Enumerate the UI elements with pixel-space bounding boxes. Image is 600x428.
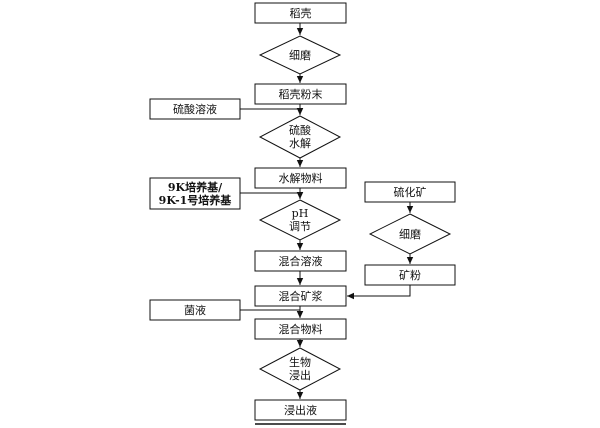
label-mixed-slurry: 混合矿浆 (278, 289, 323, 303)
label-bacteria-liquid: 菌液 (184, 303, 206, 317)
node-9k-medium (149, 177, 241, 210)
label-sulfide-ore: 硫化矿 (393, 185, 427, 199)
label-rice-husk: 稻壳 (289, 6, 312, 20)
arrow-acid-feed (240, 108, 304, 115)
label-hydrolysis-material: 水解物料 (278, 171, 323, 185)
label-rice-husk-powder: 稻壳粉末 (278, 87, 323, 101)
label-ore-powder: 矿粉 (399, 268, 421, 282)
label-ore-grind: 细磨 (399, 227, 421, 241)
label-ph-adjust: pH 调节 (289, 207, 311, 233)
node-leachate (254, 399, 347, 421)
label-mixed-material: 混合物料 (278, 322, 323, 336)
label-leachate: 浸出液 (284, 403, 317, 417)
label-sulfuric-acid-solution: 硫酸溶液 (173, 102, 217, 116)
arrow-bacteria-feed (240, 309, 304, 318)
arrow-medium-feed (240, 192, 304, 199)
arrow-ore-powder-to-slurry (347, 285, 411, 300)
label-bioleaching: 生物 浸出 (289, 356, 311, 382)
label-grind: 细磨 (289, 48, 311, 62)
label-9k-medium: 9K培养基/ 9K-1号培养基 (158, 180, 232, 207)
label-mixed-solution: 混合溶液 (278, 254, 323, 268)
label-acid-hydrolysis: 硫酸 水解 (289, 124, 311, 150)
